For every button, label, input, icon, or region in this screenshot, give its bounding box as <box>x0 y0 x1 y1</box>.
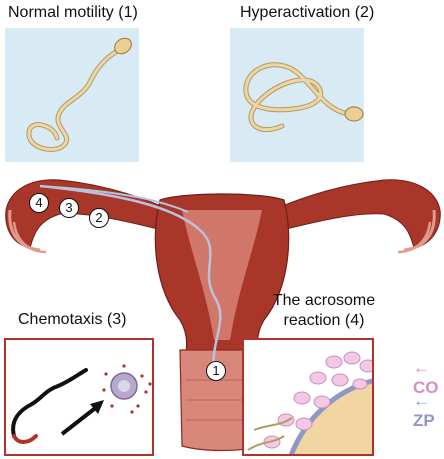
normal-motility-panel <box>5 28 139 162</box>
zp-label: ← ZP <box>413 391 435 430</box>
hyperactivation-label: Hyperactivation (2) <box>240 4 375 21</box>
chemotaxis-illustration <box>11 364 152 444</box>
normal-sperm-illustration <box>26 37 132 152</box>
step-marker-1: 1 <box>206 361 226 381</box>
zp-arrow-icon: ← <box>413 391 430 410</box>
hyperactivation-panel <box>230 28 364 162</box>
acrosome-illustration <box>247 351 372 454</box>
normal-motility-label: Normal motility (1) <box>8 4 138 21</box>
co-label: ← CO <box>413 358 439 397</box>
step-marker-2: 2 <box>89 208 109 228</box>
step-marker-3: 3 <box>59 198 79 218</box>
hyperactivated-sperm-illustration <box>243 62 364 133</box>
acrosome-reaction-label: The acrosome reaction (4) <box>272 292 376 329</box>
chemotaxis-label: Chemotaxis (3) <box>18 311 127 328</box>
acrosome-reaction-panel <box>242 338 374 456</box>
co-arrow-icon: ← <box>413 358 430 377</box>
chemotaxis-panel <box>4 338 154 456</box>
step-marker-4: 4 <box>29 193 49 213</box>
